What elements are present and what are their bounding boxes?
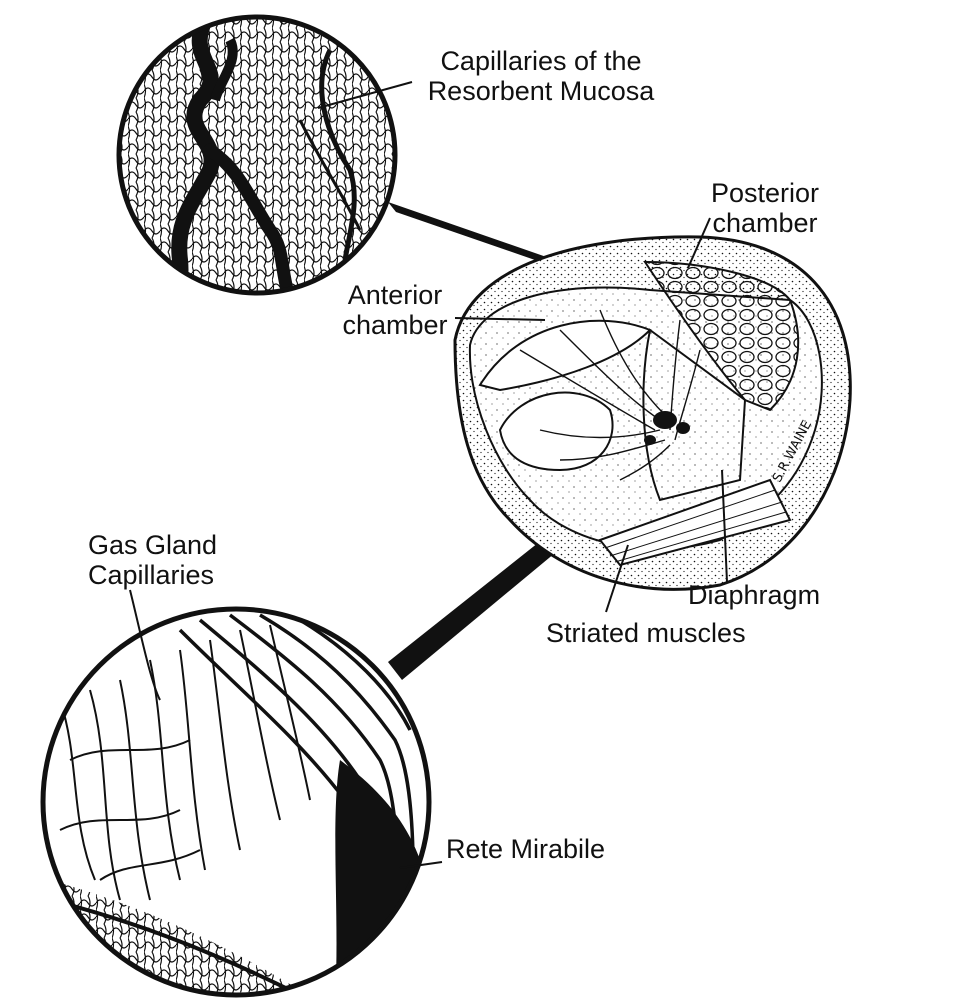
label-diaphragm: Diaphragm — [688, 580, 821, 610]
label-posterior-chamber-line2: chamber — [712, 208, 818, 238]
posterior-chamber-wall — [643, 260, 800, 412]
label-gas-gland-line2: Capillaries — [88, 560, 215, 590]
label-posterior-chamber-line1: Posterior — [710, 178, 820, 208]
label-gas-gland-line1: Gas Gland — [88, 530, 218, 560]
label-resorbent-mucosa-line1: Capillaries of the — [440, 46, 642, 76]
swim-bladder — [453, 235, 852, 591]
label-posterior-chamber: Posterior chamber — [700, 178, 830, 238]
label-resorbent-mucosa: Capillaries of the Resorbent Mucosa — [396, 46, 686, 106]
label-anterior-chamber-line1: Anterior — [347, 280, 443, 310]
label-anterior-chamber: Anterior chamber — [330, 280, 460, 340]
diaphragm-band — [642, 328, 747, 502]
label-resorbent-mucosa-line2: Resorbent Mucosa — [427, 76, 655, 106]
gas-gland-circle — [40, 606, 432, 998]
label-gas-gland: Gas Gland Capillaries — [88, 530, 258, 590]
resorbent-mucosa-circle — [116, 14, 398, 296]
label-anterior-chamber-line2: chamber — [342, 310, 448, 340]
label-rete-mirabile: Rete Mirabile — [446, 834, 606, 864]
leader-lines — [129, 81, 728, 869]
label-striated-muscles: Striated muscles — [546, 618, 746, 648]
